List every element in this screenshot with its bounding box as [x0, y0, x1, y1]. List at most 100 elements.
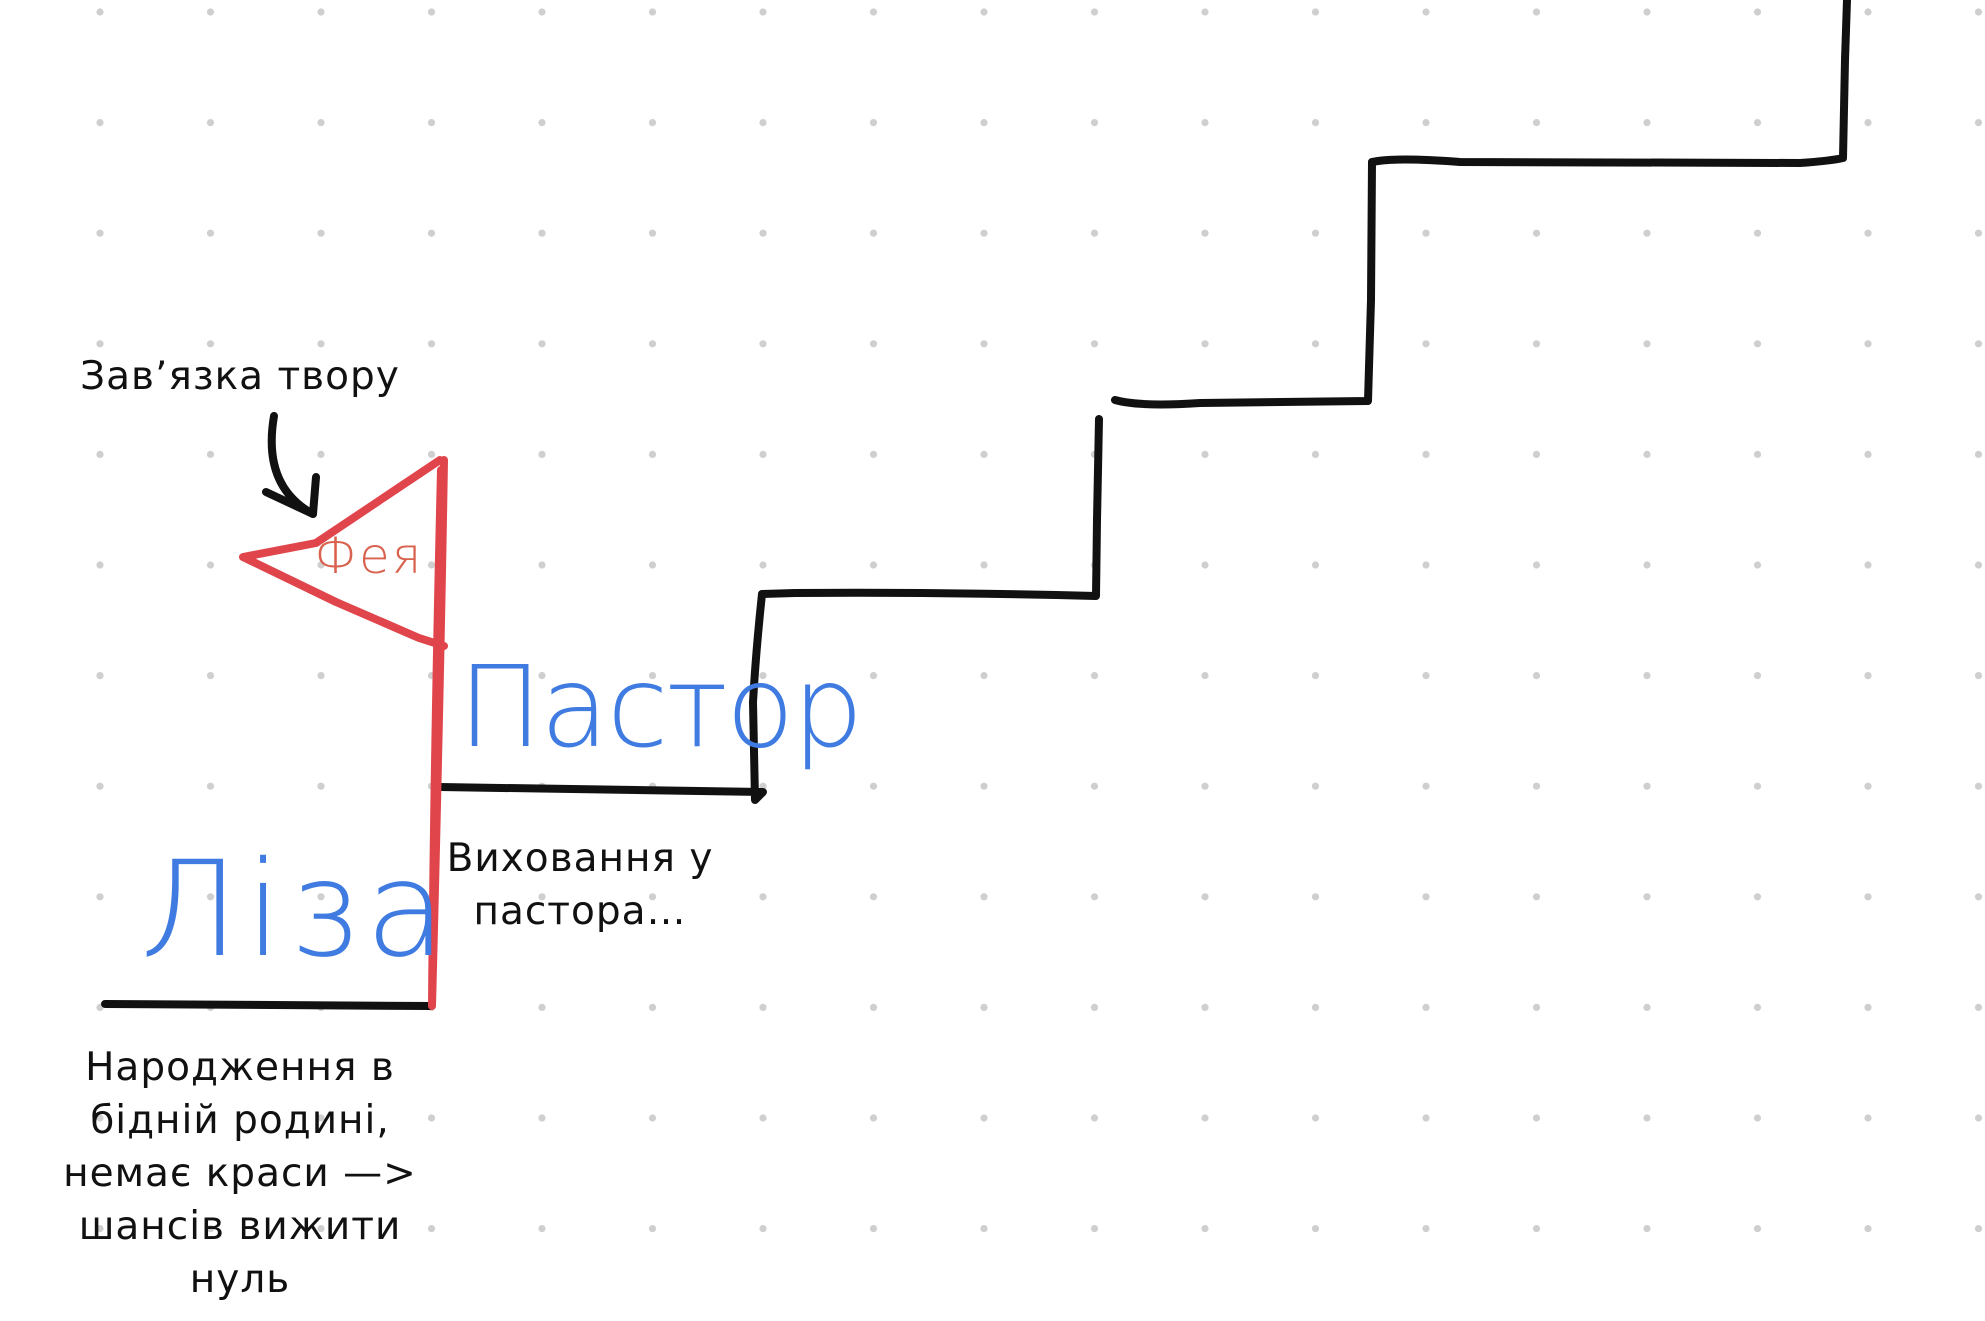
grid-dot [759, 672, 767, 680]
grid-dot [1532, 119, 1541, 127]
grid-dot [1090, 119, 1099, 127]
flag-icon [239, 456, 448, 1010]
grid-dot [1201, 893, 1209, 901]
liza-label: Ліза [140, 833, 452, 987]
grid-dot [1532, 672, 1541, 680]
grid-dot [1090, 672, 1099, 680]
grid-dot [980, 119, 988, 127]
grid-dot [1090, 340, 1099, 348]
grid-dot [1864, 450, 1872, 458]
grid-dot [759, 119, 767, 127]
grid-dot [427, 1114, 436, 1122]
birth-note: Народження в бідній родині, немає краси … [63, 1045, 417, 1302]
grid-dot [1532, 450, 1541, 458]
grid-dot [1974, 1114, 1983, 1122]
fairy-label: Фея [314, 527, 423, 585]
grid-dot [427, 1225, 436, 1233]
grid-dot [96, 561, 104, 569]
grid-dot [206, 782, 215, 790]
grid-dot [1090, 782, 1099, 790]
grid-dot [1532, 8, 1541, 16]
grid-dot [1422, 119, 1430, 127]
grid-dot [1311, 1003, 1320, 1012]
arrow-head [262, 473, 320, 518]
grid-dot [1643, 1114, 1651, 1122]
grid-dot [1753, 119, 1762, 127]
grid-dot [648, 8, 657, 16]
grid-dot [96, 1114, 104, 1122]
stair-step-4 [1111, 158, 1376, 409]
grid-dot [759, 893, 767, 901]
grid-dot [206, 450, 215, 458]
grid-dot [1201, 119, 1209, 127]
grid-dot [1090, 1225, 1099, 1233]
grid-dot [1090, 1003, 1099, 1012]
grid-dot [1201, 782, 1209, 790]
grid-dot [1532, 1003, 1541, 1012]
grid-dot [648, 1003, 657, 1012]
grid-dot [1974, 561, 1983, 569]
grid-dot [1422, 1225, 1430, 1233]
grid-dot [980, 782, 988, 790]
grid-dot [206, 8, 215, 16]
grid-dot [427, 229, 436, 237]
grid-dot [1974, 1225, 1983, 1233]
grid-dot [1864, 893, 1872, 901]
grid-dot [1090, 1114, 1099, 1122]
grid-dot [759, 450, 767, 458]
grid-dot [538, 119, 546, 127]
grid-dot [1532, 1225, 1541, 1233]
grid-dot [206, 229, 215, 237]
grid-dot [869, 8, 878, 16]
grid-dot [1422, 450, 1430, 458]
grid-dot [1974, 229, 1983, 237]
grid-dot [1864, 672, 1872, 680]
pastor-label: Пастор [458, 643, 862, 773]
grid-dot [759, 1003, 767, 1012]
grid-dot [317, 229, 325, 237]
grid-dot [206, 672, 215, 680]
grid-dot [980, 672, 988, 680]
grid-dot [1311, 782, 1320, 790]
dot-grid [96, 8, 1983, 1233]
grid-dot [538, 893, 546, 901]
grid-dot [759, 340, 767, 348]
grid-dot [96, 450, 104, 458]
stair-step-2 [436, 590, 767, 804]
grid-dot [317, 782, 325, 790]
grid-dot [869, 340, 878, 348]
grid-dot [1422, 1114, 1430, 1122]
grid-dot [538, 561, 546, 569]
grid-dot [317, 1225, 325, 1233]
grid-dot [869, 1003, 878, 1012]
grid-dot [1753, 340, 1762, 348]
grid-dot [1643, 561, 1651, 569]
grid-dot [1753, 1114, 1762, 1122]
grid-dot [1864, 340, 1872, 348]
grid-dot [1864, 119, 1872, 127]
grid-dot [980, 1225, 988, 1233]
grid-dot [317, 1114, 325, 1122]
grid-dot [96, 229, 104, 237]
grid-dot [980, 340, 988, 348]
flag-banner [239, 456, 448, 650]
grid-dot [648, 229, 657, 237]
grid-dot [1643, 782, 1651, 790]
grid-dot [869, 450, 878, 458]
grid-dot [1753, 229, 1762, 237]
grid-dot [1311, 561, 1320, 569]
grid-dot [427, 8, 436, 16]
grid-dot [538, 450, 546, 458]
grid-dot [980, 450, 988, 458]
grid-dot [1311, 450, 1320, 458]
grid-dot [869, 672, 878, 680]
grid-dot [1422, 561, 1430, 569]
grid-dot [1201, 672, 1209, 680]
grid-dot [96, 672, 104, 680]
grid-dot [1532, 229, 1541, 237]
grid-dot [980, 561, 988, 569]
grid-dot [1532, 340, 1541, 348]
grid-dot [759, 229, 767, 237]
grid-dot [317, 8, 325, 16]
